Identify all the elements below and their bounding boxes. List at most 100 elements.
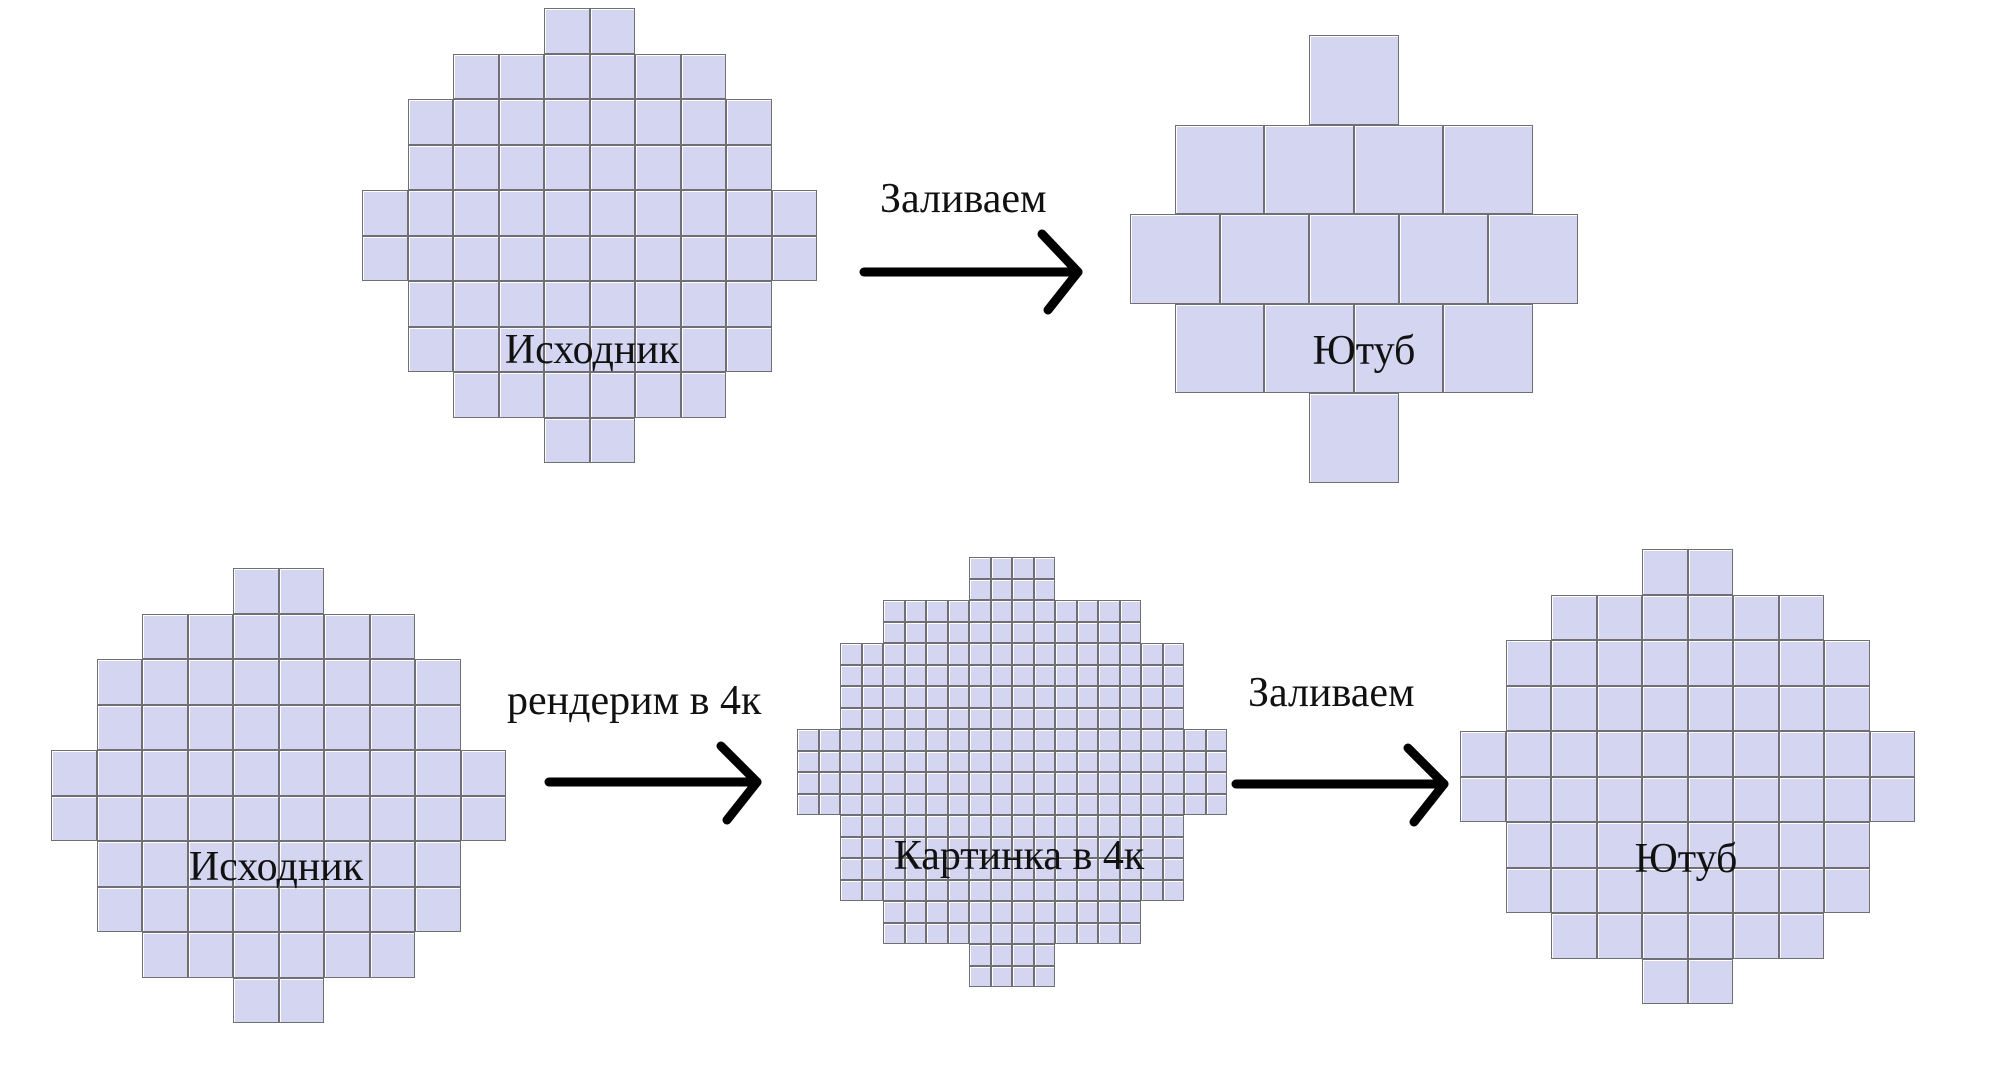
tile (1076, 686, 1098, 708)
tile (1076, 772, 1098, 794)
tile (861, 686, 883, 708)
tile (840, 707, 862, 729)
tile (453, 99, 499, 145)
tile (969, 578, 991, 600)
tile (1824, 776, 1870, 822)
tile (883, 772, 905, 794)
tile (861, 729, 883, 751)
tile (1505, 776, 1551, 822)
tile (1055, 815, 1077, 837)
tile (1162, 643, 1184, 665)
tile (453, 372, 499, 418)
tile (926, 922, 948, 944)
tile (635, 281, 681, 327)
tile (1033, 686, 1055, 708)
tile (1033, 707, 1055, 729)
tile (324, 841, 370, 887)
tile (1460, 776, 1506, 822)
tile (278, 659, 324, 705)
tile (680, 281, 726, 327)
tile (726, 99, 772, 145)
tile (1778, 731, 1824, 777)
tile (1162, 750, 1184, 772)
tile (1733, 685, 1779, 731)
tile (1551, 594, 1597, 640)
tile (926, 621, 948, 643)
tile (947, 815, 969, 837)
tile (1824, 731, 1870, 777)
tile (990, 664, 1012, 686)
tile (1778, 822, 1824, 868)
tile (1076, 836, 1098, 858)
tile (969, 965, 991, 987)
tile (1505, 685, 1551, 731)
tile (544, 53, 590, 99)
tile (1443, 303, 1533, 393)
tile (883, 750, 905, 772)
tile (1012, 686, 1034, 708)
tile (1055, 750, 1077, 772)
tile (1076, 922, 1098, 944)
tile (726, 190, 772, 236)
tile (883, 836, 905, 858)
tile (726, 144, 772, 190)
youtube-label-top: Ютуб (1312, 328, 1416, 374)
tile (1055, 879, 1077, 901)
tile (544, 417, 590, 463)
tile (1687, 958, 1733, 1004)
tile (1398, 214, 1488, 304)
tile (453, 235, 499, 281)
tile (969, 707, 991, 729)
tile (589, 53, 635, 99)
tile (1309, 35, 1399, 125)
tile (990, 729, 1012, 751)
tile (969, 772, 991, 794)
tile (324, 886, 370, 932)
tile (142, 932, 188, 978)
tile (1119, 600, 1141, 622)
tile (1055, 664, 1077, 686)
tile (840, 836, 862, 858)
tile (233, 568, 279, 614)
tile (233, 795, 279, 841)
tile (969, 600, 991, 622)
tile (142, 841, 188, 887)
tile (1055, 858, 1077, 880)
tile (1778, 867, 1824, 913)
tile (990, 901, 1012, 923)
tile (1076, 901, 1098, 923)
tile (680, 144, 726, 190)
tile (1733, 594, 1779, 640)
tile (1033, 944, 1055, 966)
tile (1076, 815, 1098, 837)
tile (324, 704, 370, 750)
tile (771, 235, 817, 281)
tile (883, 879, 905, 901)
tile (1778, 913, 1824, 959)
tile (1141, 643, 1163, 665)
tile (947, 772, 969, 794)
tile (1098, 793, 1120, 815)
tile (1098, 750, 1120, 772)
tile (1141, 686, 1163, 708)
tile (278, 750, 324, 796)
tile (969, 944, 991, 966)
tile (324, 750, 370, 796)
tile (1119, 664, 1141, 686)
tile (1264, 124, 1354, 214)
tile (926, 686, 948, 708)
tile (883, 664, 905, 686)
tile (990, 922, 1012, 944)
tile (1033, 772, 1055, 794)
tile (635, 235, 681, 281)
tile (1012, 578, 1034, 600)
tile (1119, 922, 1141, 944)
tile (797, 772, 819, 794)
tile (589, 144, 635, 190)
tile (969, 664, 991, 686)
tile (96, 704, 142, 750)
tile (1012, 922, 1034, 944)
tile (726, 326, 772, 372)
tile (498, 372, 544, 418)
tile (369, 932, 415, 978)
